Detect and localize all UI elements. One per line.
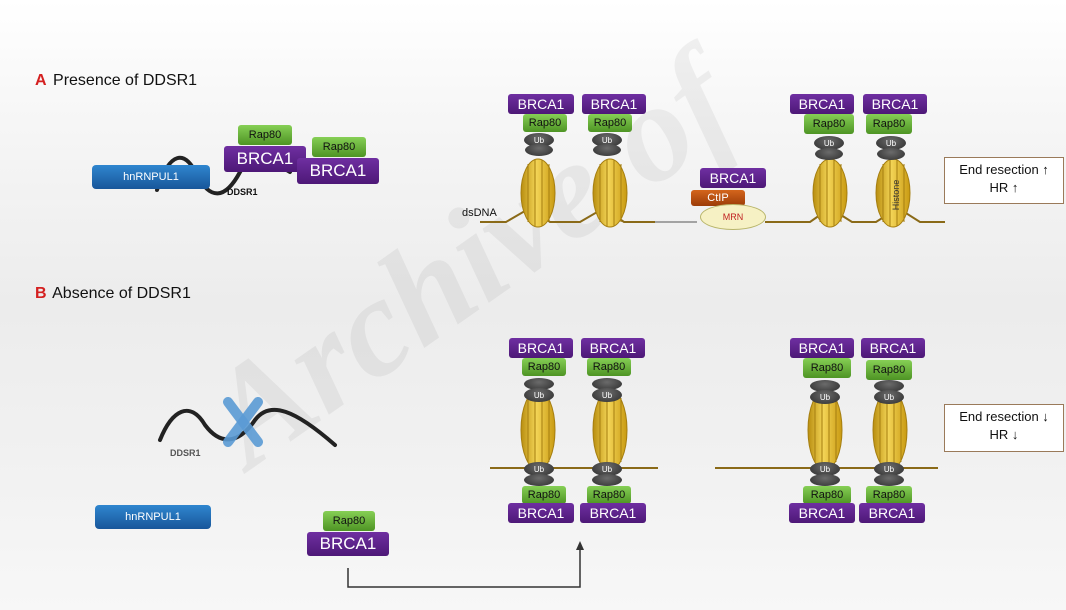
brca1-block-a7: BRCA1 bbox=[863, 94, 927, 114]
ub-block-b4b: Ub bbox=[874, 390, 904, 404]
ub-block-a2b bbox=[593, 144, 621, 156]
brca1-block-b6: BRCA1 bbox=[580, 503, 646, 523]
brca1-block-b7: BRCA1 bbox=[789, 503, 855, 523]
nucleosome-a2 bbox=[592, 158, 628, 228]
brca1-block-a6: BRCA1 bbox=[790, 94, 854, 114]
brca1-block-b5: BRCA1 bbox=[508, 503, 574, 523]
ub-block-b3b: Ub bbox=[810, 390, 840, 404]
ub-block-b6: Ub bbox=[592, 462, 622, 476]
result-b-line2: HR ↓ bbox=[989, 427, 1019, 442]
ddsr1-label-b: DDSR1 bbox=[170, 448, 201, 458]
ub-block-b1b: Ub bbox=[524, 388, 554, 402]
ub-block-a3: Ub bbox=[814, 136, 844, 150]
result-a-line1: End resection ↑ bbox=[959, 162, 1049, 177]
nucleosome-b1 bbox=[520, 389, 556, 471]
hnrnpul1-block-a: hnRNPUL1 bbox=[92, 165, 210, 189]
ub-block-b8: Ub bbox=[874, 462, 904, 476]
ub-block-b7: Ub bbox=[810, 462, 840, 476]
brca1-block-b8: BRCA1 bbox=[859, 503, 925, 523]
nucleosome-a3 bbox=[812, 158, 848, 228]
rap80-block-b6: Rap80 bbox=[587, 486, 631, 504]
rap80-block-b3: Rap80 bbox=[803, 358, 851, 378]
brca1-block-b2: BRCA1 bbox=[581, 338, 645, 358]
rap80-block-a4: Rap80 bbox=[588, 114, 632, 132]
rap80-block-a7: Rap80 bbox=[866, 114, 912, 134]
ub-block-a4: Ub bbox=[876, 136, 906, 150]
dna-strand-a-right bbox=[765, 206, 945, 223]
panel-a-title: A Presence of DDSR1 bbox=[35, 72, 198, 89]
ctip-block: CtIP bbox=[691, 190, 745, 206]
brca1-block-a2: BRCA1 bbox=[297, 158, 379, 184]
result-a-line2: HR ↑ bbox=[989, 180, 1019, 195]
dsdna-label: dsDNA bbox=[462, 207, 497, 219]
rap80-block-b-free: Rap80 bbox=[323, 511, 375, 531]
result-box-b: End resection ↓ HR ↓ bbox=[944, 404, 1064, 452]
rap80-block-b7: Rap80 bbox=[803, 486, 851, 504]
rap80-block-b2: Rap80 bbox=[587, 358, 631, 376]
ub-block-b8b bbox=[874, 474, 904, 486]
nucleosome-a1 bbox=[520, 158, 556, 228]
ub-block-a3b bbox=[815, 148, 843, 160]
rap80-block-a1: Rap80 bbox=[238, 125, 292, 145]
ddsr1-label-a: DDSR1 bbox=[227, 187, 258, 197]
ub-block-b5: Ub bbox=[524, 462, 554, 476]
ub-block-a4b bbox=[877, 148, 905, 160]
ub-block-b1 bbox=[524, 378, 554, 390]
rap80-block-a3: Rap80 bbox=[523, 114, 567, 132]
watermark: Archive of bbox=[172, 16, 771, 500]
ub-block-b2b: Ub bbox=[592, 388, 622, 402]
ub-block-b2 bbox=[592, 378, 622, 390]
hnrnpul1-block-b: hnRNPUL1 bbox=[95, 505, 211, 529]
ub-block-a1b bbox=[525, 144, 553, 156]
rap80-block-b8: Rap80 bbox=[866, 486, 912, 504]
histone-label: Histone bbox=[891, 179, 901, 211]
ub-block-b5b bbox=[524, 474, 554, 486]
brca1-block-a5: BRCA1 bbox=[700, 168, 766, 188]
ub-block-a1: Ub bbox=[524, 133, 554, 147]
brca1-block-b-free: BRCA1 bbox=[307, 532, 389, 556]
result-b-line1: End resection ↓ bbox=[959, 409, 1049, 424]
rap80-block-b4: Rap80 bbox=[866, 360, 912, 380]
ub-block-b6b bbox=[592, 474, 622, 486]
rap80-block-a2: Rap80 bbox=[312, 137, 366, 157]
brca1-block-a1: BRCA1 bbox=[224, 146, 306, 172]
brca1-block-a4: BRCA1 bbox=[582, 94, 646, 114]
rap80-block-b1: Rap80 bbox=[522, 358, 566, 376]
brca1-block-b1: BRCA1 bbox=[509, 338, 573, 358]
rap80-block-a6: Rap80 bbox=[804, 114, 854, 134]
panel-b-title: B Absence of DDSR1 bbox=[35, 285, 191, 302]
mrn-block: MRN bbox=[700, 204, 766, 230]
recruitment-arrow bbox=[347, 541, 584, 588]
nucleosome-a4 bbox=[875, 158, 911, 228]
rap80-block-b5: Rap80 bbox=[522, 486, 566, 504]
cross-icon bbox=[223, 397, 263, 447]
ub-block-b4 bbox=[874, 380, 904, 392]
result-box-a: End resection ↑ HR ↑ bbox=[944, 157, 1064, 204]
nucleosome-b2 bbox=[592, 389, 628, 471]
ub-block-b7b bbox=[810, 474, 840, 486]
brca1-block-a3: BRCA1 bbox=[508, 94, 574, 114]
ub-block-a2: Ub bbox=[592, 133, 622, 147]
ub-block-b3 bbox=[810, 380, 840, 392]
brca1-block-b3: BRCA1 bbox=[790, 338, 854, 358]
brca1-block-b4: BRCA1 bbox=[861, 338, 925, 358]
